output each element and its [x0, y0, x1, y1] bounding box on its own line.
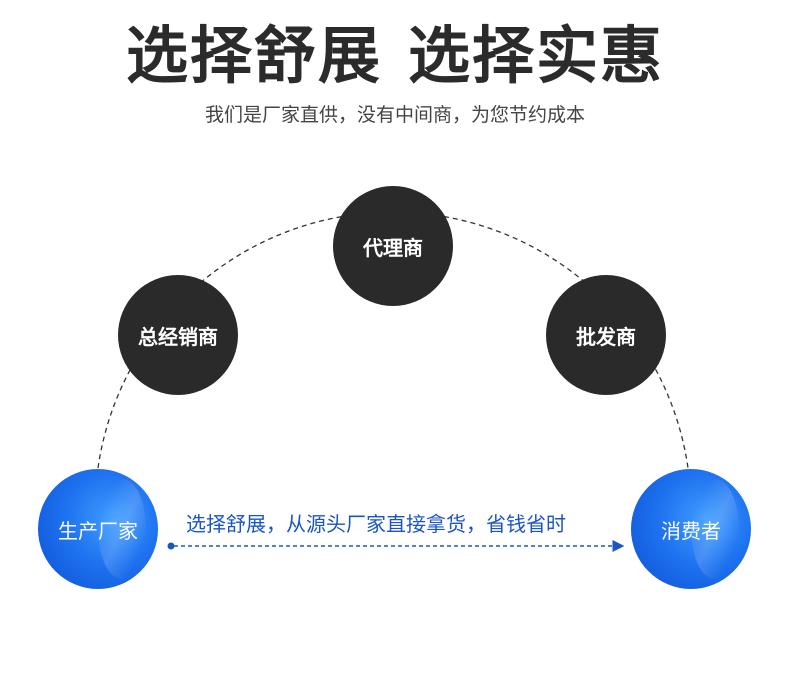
node-agent: 代理商: [333, 186, 453, 306]
node-manufacturer-label: 生产厂家: [58, 518, 138, 543]
title-part-2: 选择实惠: [408, 19, 665, 92]
direct-path-label: 选择舒展，从源头厂家直接拿货，省钱省时: [186, 512, 566, 536]
node-agent-label: 代理商: [363, 235, 423, 260]
node-consumer-label: 消费者: [661, 518, 721, 543]
direct-path-start-dot: [167, 542, 175, 550]
page-subtitle: 我们是厂家直供，没有中间商，为您节约成本: [204, 104, 585, 126]
page-title: 选择舒展选择实惠: [0, 18, 790, 94]
title-part-1: 选择舒展: [125, 19, 382, 92]
node-manufacturer: 生产厂家: [38, 469, 158, 589]
node-general-distributor: 总经销商: [118, 275, 238, 395]
node-general-distributor-label: 总经销商: [138, 324, 218, 349]
node-wholesaler: 批发商: [546, 275, 666, 395]
node-consumer: 消费者: [631, 469, 751, 589]
node-wholesaler-label: 批发商: [576, 324, 636, 349]
